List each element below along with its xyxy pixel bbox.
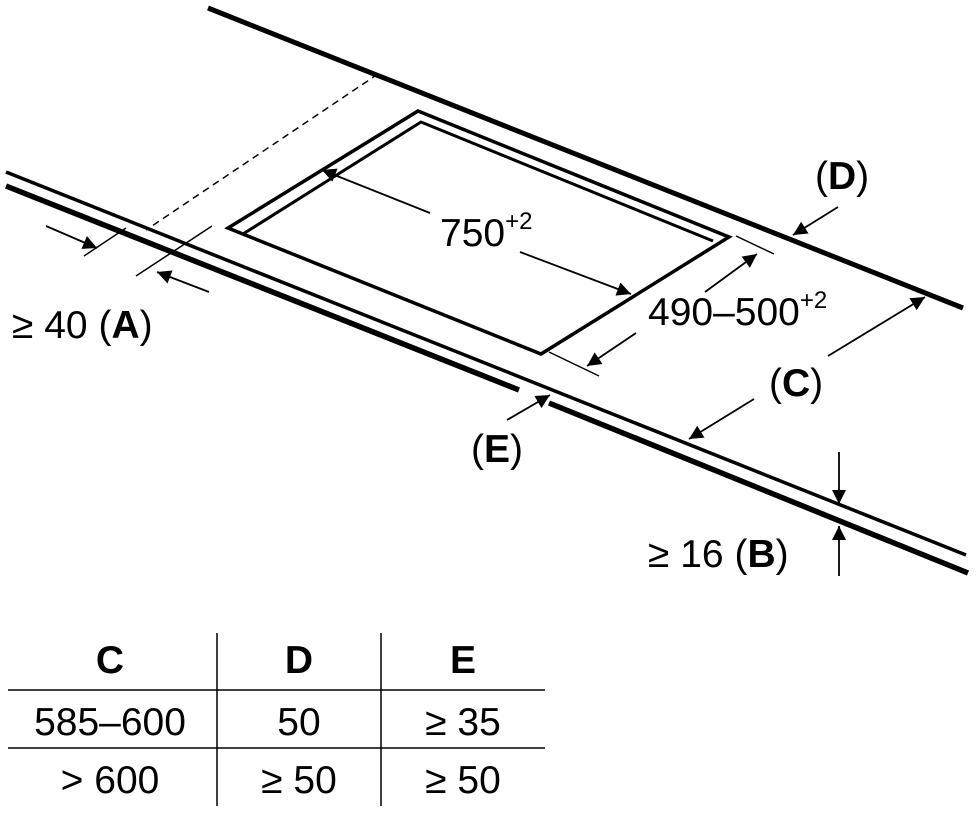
- dimension-depth-extension-back: [735, 235, 775, 255]
- dimension-d-arrow: [792, 206, 839, 236]
- dimension-c-arrow-front: [688, 398, 755, 440]
- table-cell: 50: [277, 701, 320, 744]
- dimension-a-extension-front: [83, 227, 127, 257]
- dimension-e: (E): [471, 394, 551, 471]
- dimension-table: C D E 585–600 50 ≥ 35 > 600 ≥ 50 ≥ 50: [8, 633, 545, 806]
- label-b: ≥ 16 (B): [648, 533, 789, 576]
- dimension-750-arrow-left: [321, 168, 431, 214]
- worktop-front-bottom-edge-left: [4, 183, 521, 393]
- dimension-490-500: 490–500+2: [548, 235, 827, 377]
- label-d: (D): [815, 155, 869, 198]
- table-cell: ≥ 50: [261, 759, 337, 802]
- label-a: ≥ 40 (A): [12, 304, 153, 347]
- dimension-750: 750+2: [321, 168, 632, 296]
- dimension-d: (D): [792, 155, 869, 236]
- worktop-outline: [4, 5, 970, 576]
- dimension-depth-arrow-front: [586, 332, 637, 367]
- dimension-a-arrow-left: [45, 225, 98, 249]
- dimension-depth-arrow-back: [704, 253, 758, 293]
- table-cell: 585–600: [34, 701, 186, 744]
- dimension-750-label: 750+2: [440, 208, 532, 255]
- dimension-750-arrow-right: [519, 251, 632, 296]
- worktop-back-edge: [207, 5, 964, 311]
- table-header-e: E: [450, 639, 476, 682]
- worktop-front-top-edge: [5, 170, 967, 557]
- cutout-outline: [224, 109, 733, 356]
- table-header-c: C: [96, 639, 124, 682]
- dimension-a: ≥ 40 (A): [12, 225, 213, 347]
- table-cell: > 600: [61, 759, 160, 802]
- label-c: (C): [769, 362, 823, 405]
- dimension-b: ≥ 16 (B): [648, 452, 846, 576]
- dimension-depth-label: 490–500+2: [648, 287, 827, 334]
- label-e: (E): [471, 428, 523, 471]
- dimension-depth-extension-front: [548, 351, 600, 377]
- cutout-outer-edge: [224, 109, 733, 356]
- cabinet-side-dashed-line: [145, 73, 379, 231]
- worktop-front-bottom-edge-right: [547, 400, 970, 576]
- cutout-inner-edge: [242, 120, 714, 243]
- dimension-a-extension: [135, 225, 213, 277]
- table-cell: ≥ 50: [425, 759, 501, 802]
- table-header-d: D: [285, 639, 313, 682]
- table-cell: ≥ 35: [425, 701, 501, 744]
- dimension-c: (C): [688, 296, 926, 440]
- dimension-a-arrow-right: [156, 270, 210, 293]
- dimension-c-arrow-back: [827, 296, 926, 357]
- dimension-e-arrow: [506, 394, 551, 421]
